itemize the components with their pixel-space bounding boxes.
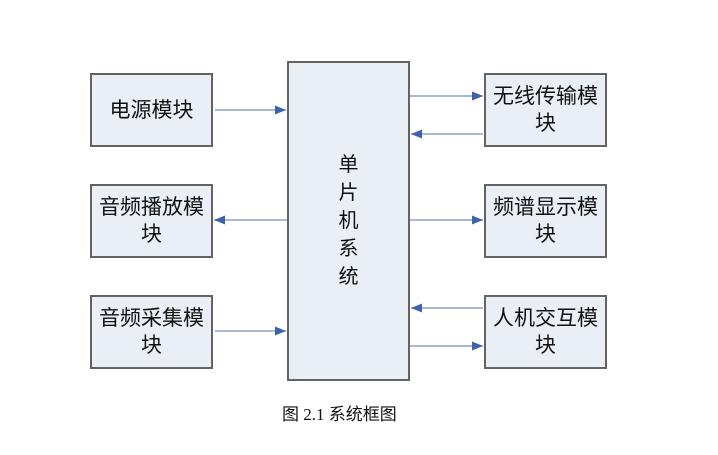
module-label-spectrum: 频谱显示模块 <box>493 195 598 246</box>
module-box-audio-play: 音频播放模块 <box>90 184 213 258</box>
figure-caption: 图 2.1 系统框图 <box>282 405 397 424</box>
mcu-system-label: 单片机系统 <box>338 154 359 288</box>
module-box-audio-capture: 音频采集模块 <box>90 295 213 369</box>
module-label-hmi: 人机交互模块 <box>493 306 598 357</box>
module-box-spectrum: 频谱显示模块 <box>484 184 607 258</box>
module-label-audio-play: 音频播放模块 <box>99 195 204 246</box>
module-box-wireless: 无线传输模块 <box>484 73 607 147</box>
module-label-power: 电源模块 <box>109 97 194 122</box>
mcu-system-box: 单片机系统 <box>287 61 410 381</box>
module-label-wireless: 无线传输模块 <box>493 84 598 135</box>
module-label-audio-capture: 音频采集模块 <box>99 306 204 357</box>
module-box-power: 电源模块 <box>90 73 213 147</box>
module-box-hmi: 人机交互模块 <box>484 295 607 369</box>
